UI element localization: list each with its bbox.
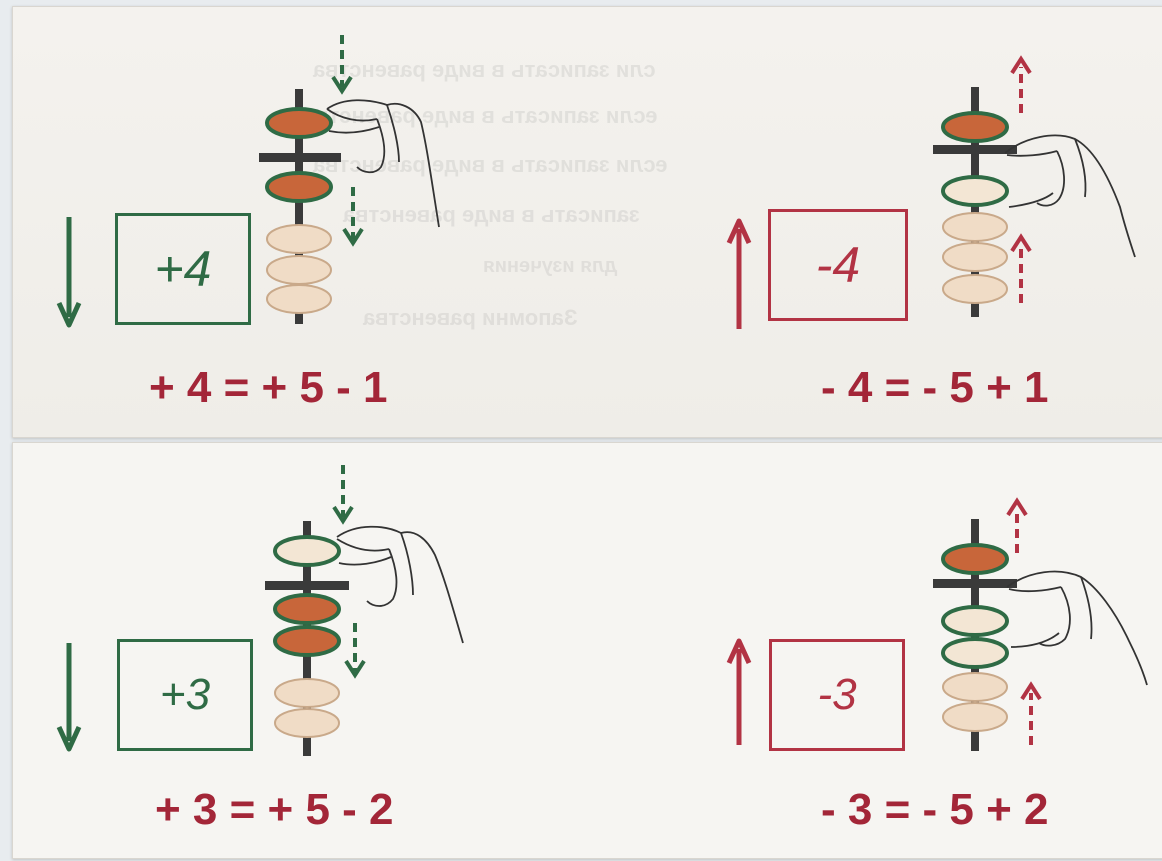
background-text-5: для изучения [483, 255, 618, 277]
equation-minus-4: - 4 = - 5 + 1 [821, 363, 1049, 412]
hand-icon [336, 525, 464, 644]
dashed-arrow-down-icon [331, 35, 364, 247]
value-box-minus-3: -3 [769, 639, 905, 751]
panel-top: сли записать в виде равенства если запис… [12, 6, 1162, 438]
hand-icon [1004, 134, 1136, 258]
hand-icon [326, 99, 440, 228]
equation-plus-3: + 3 = + 5 - 2 [155, 785, 394, 834]
value-box-plus-4: +4 [115, 213, 251, 325]
panel-bottom: +3 + 3 = + 5 - 2 -3 [12, 442, 1162, 859]
value-box-plus-3: +3 [117, 639, 253, 751]
hand-icon [1006, 570, 1148, 686]
equation-plus-4: + 4 = + 5 - 1 [149, 363, 388, 412]
abacus-rod-plus-4 [259, 35, 440, 324]
abacus-rod-minus-3 [933, 497, 1148, 751]
equation-minus-3: - 3 = - 5 + 2 [821, 785, 1049, 834]
dashed-arrow-up-icon [1006, 497, 1042, 745]
dashed-arrow-up-icon [1010, 55, 1032, 303]
down-arrow-icon [56, 643, 82, 752]
up-arrow-icon [726, 218, 752, 329]
abacus-rod-minus-4 [933, 55, 1136, 317]
abacus-rod-plus-3 [265, 465, 464, 756]
dashed-arrow-down-icon [332, 465, 366, 679]
down-arrow-icon [56, 217, 82, 328]
up-arrow-icon [726, 638, 752, 745]
value-box-minus-4: -4 [768, 209, 908, 321]
